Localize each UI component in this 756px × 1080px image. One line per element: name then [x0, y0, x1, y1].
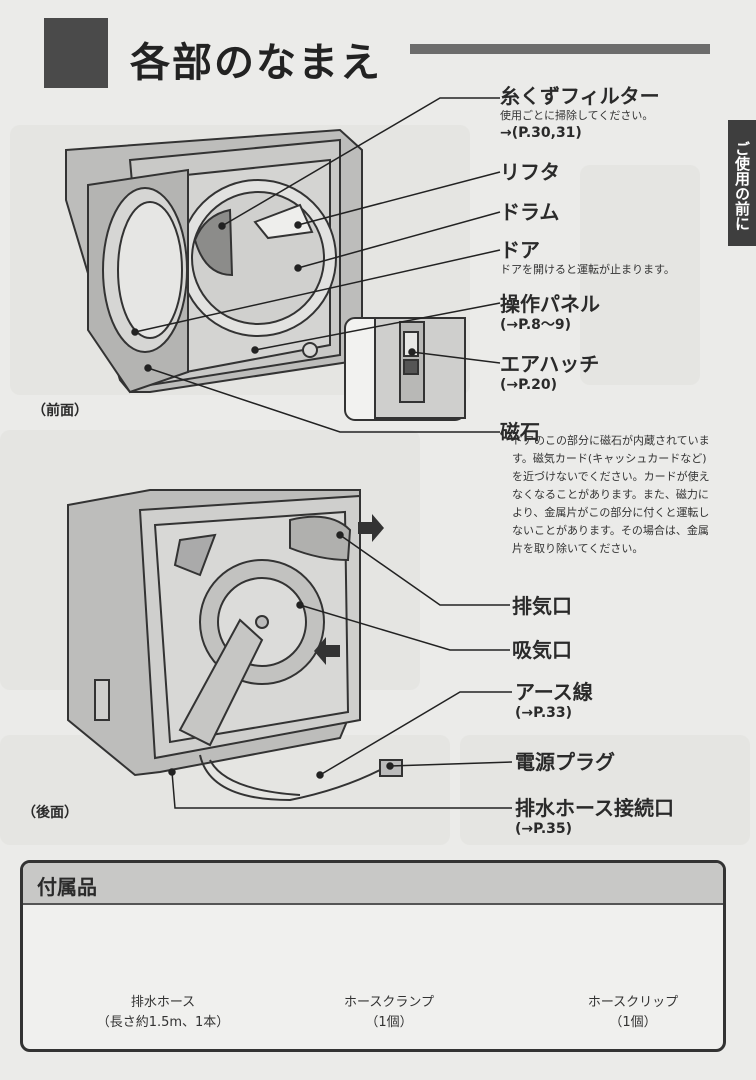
label-lint-filter: 糸くずフィルター 使用ごとに掃除してください。 →(P.30,31)	[500, 84, 660, 141]
power-cord	[199, 754, 403, 802]
label-exhaust: 排気口	[512, 594, 572, 618]
dryer-front-illustration	[65, 128, 363, 394]
label-ground-wire: アース線 (→P.33)	[515, 680, 593, 721]
dryer-rear-illustration	[67, 489, 361, 777]
front-view-label: （前面）	[32, 403, 88, 419]
label-door: ドア ドアを開けると運転が止まります。	[500, 238, 675, 276]
accessory-name: 排水ホース	[130, 995, 196, 1010]
label-power-plug: 電源プラグ	[515, 750, 615, 774]
label-air-hatch: エアハッチ (→P.20)	[500, 352, 600, 393]
accessory-qty: （1個）	[365, 1015, 413, 1030]
title-marker	[44, 18, 108, 88]
bleed-through	[460, 735, 750, 845]
accessories-title: 付属品	[37, 875, 97, 899]
front-leader-lines	[131, 97, 501, 433]
title-rule	[410, 44, 710, 54]
rear-leader-lines	[168, 531, 513, 809]
accessory-hose-clamp: ホースクランプ （1個）	[289, 993, 489, 1033]
label-drain-port: 排水ホース接続口 (→P.35)	[515, 796, 674, 837]
accessories-box: 付属品 排水ホース （長さ約1.5m、1本） ホースクランプ （1個） ホースク…	[20, 860, 726, 1052]
accessory-name: ホースクランプ	[344, 995, 434, 1010]
rear-view-label: （後面）	[22, 805, 78, 821]
accessory-qty: （1個）	[609, 1015, 657, 1030]
label-lifter: リフタ	[500, 160, 560, 184]
accessory-hose-clip: ホースクリップ （1個）	[533, 993, 733, 1033]
bleed-through	[580, 165, 700, 385]
label-magnet: 磁石	[500, 420, 540, 444]
label-drum: ドラム	[500, 200, 560, 224]
intake-arrow-icon	[314, 637, 340, 665]
accessory-drain-hose: 排水ホース （長さ約1.5m、1本）	[63, 993, 263, 1033]
accessories-header: 付属品	[23, 863, 723, 905]
label-intake: 吸気口	[512, 638, 572, 662]
side-tab: ご使用の前に	[728, 120, 756, 246]
accessory-qty: （長さ約1.5m、1本）	[96, 1015, 230, 1030]
air-hatch-inset	[344, 317, 466, 421]
page-title: 各部のなまえ	[130, 40, 382, 86]
label-control-panel: 操作パネル (→P.8～9)	[500, 292, 600, 333]
exhaust-arrow-icon	[358, 514, 384, 542]
accessory-name: ホースクリップ	[587, 995, 679, 1010]
magnet-note: ドアのこの部分に磁石が内蔵されています。磁気カード(キャッシュカードなど)を近づ…	[512, 434, 710, 555]
